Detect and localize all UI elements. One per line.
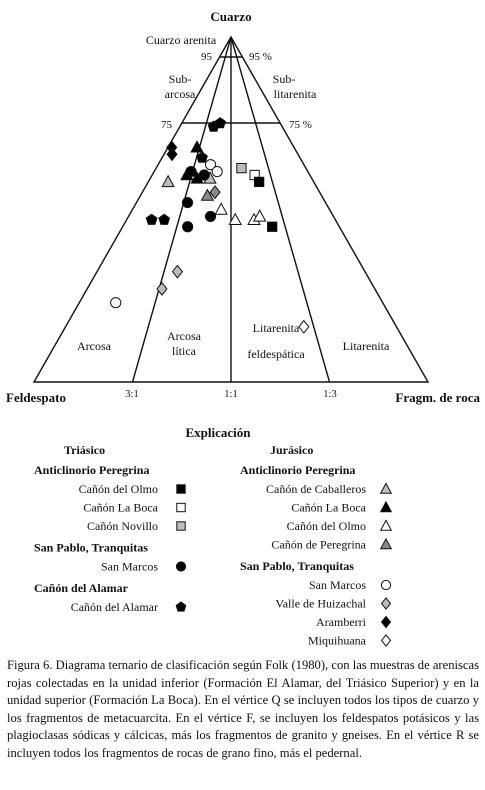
ratio-1-3-label: 1:3	[323, 389, 336, 400]
legend-triasico-title: Triásico	[64, 443, 105, 457]
vertex-r-label: Fragm. de roca	[395, 390, 480, 405]
sample-point	[200, 188, 215, 201]
sample-point	[181, 197, 194, 209]
q95-left-label: 95	[201, 51, 213, 63]
sample-point	[182, 221, 194, 233]
sample-point	[298, 319, 310, 334]
ternary-diagram: Cuarzo Feldespato Fragm. de roca 95 95 %…	[6, 9, 480, 648]
sample-point	[204, 210, 217, 222]
q75-right-label: 75 %	[289, 119, 312, 131]
triangle-marker	[379, 519, 393, 531]
field-arcosa: Arcosa	[77, 339, 112, 353]
line-ratio-3-1	[131, 36, 232, 383]
line-ratio-1-3	[230, 36, 331, 383]
ratio-1-1-label: 1:1	[224, 389, 237, 400]
sample-point	[205, 159, 217, 171]
legend-item-label: Cañón del Olmo	[287, 519, 366, 533]
diamond-marker	[380, 597, 392, 610]
square-marker	[176, 484, 186, 494]
field-sublitarenita-line2: litarenita	[274, 87, 317, 101]
field-sublitarenita-line1: Sub-	[273, 72, 296, 86]
legend-item-label: Cañón La Boca	[291, 501, 366, 515]
triangle-marker	[379, 500, 393, 513]
sample-point	[211, 165, 223, 178]
diamond-marker	[380, 634, 392, 647]
ternary-lines	[32, 35, 430, 383]
legend-item-label: San Marcos	[309, 578, 366, 592]
legend-item-label: San Marcos	[101, 560, 158, 574]
legend-group-header: Anticlinorio Peregrina	[240, 463, 355, 477]
sample-point	[207, 120, 220, 132]
sample-point	[196, 151, 208, 163]
legend-item-label: Valle de Huizachal	[275, 597, 366, 611]
field-cuarzo-arenita: Cuarzo arenita	[146, 33, 217, 47]
sample-point	[252, 209, 267, 222]
sample-point	[171, 264, 184, 279]
legend-item-label: Cañón del Alamar	[71, 600, 158, 614]
field-litarenita-feldespatica-line2: feldespática	[247, 347, 305, 361]
triangle-marker	[379, 537, 393, 550]
legend-item-label: Cañón del Olmo	[79, 482, 158, 496]
sample-point	[214, 202, 228, 215]
field-arcosa-litica-line1: Arcosa	[167, 329, 202, 343]
sample-point	[158, 213, 171, 225]
legend-item-label: Cañón Novillo	[87, 519, 158, 533]
legend-group-header: San Pablo, Tranquitas	[240, 559, 354, 573]
legend-item-label: Cañón de Peregrina	[271, 538, 366, 552]
legend-title: Explicación	[185, 425, 251, 440]
sample-point	[228, 212, 242, 225]
sample-point	[267, 221, 278, 232]
sample-point	[156, 281, 168, 296]
field-litarenita-feldespatica-line1: Litarenita	[253, 321, 300, 335]
sample-point	[185, 165, 197, 178]
field-subarcosa-line2: arcosa	[165, 87, 196, 101]
square-marker	[176, 521, 186, 531]
legend-jurasico-title: Jurásico	[270, 443, 313, 457]
sample-point	[110, 297, 122, 309]
q95-right-label: 95 %	[249, 51, 272, 63]
vertex-f-label: Feldespato	[6, 390, 66, 405]
legend-item-label: Cañón La Boca	[83, 501, 158, 515]
legend-item-label: Cañón de Caballeros	[266, 482, 366, 496]
pentagon-marker	[175, 601, 187, 612]
sample-point	[209, 185, 221, 200]
ratio-3-1-label: 3:1	[125, 389, 138, 400]
circle-marker	[175, 561, 187, 572]
sample-point	[190, 140, 204, 153]
sample-point	[236, 162, 247, 174]
sample-points	[110, 117, 310, 334]
field-arcosa-litica-line2: lítica	[172, 344, 197, 358]
sample-point	[161, 174, 175, 188]
square-marker	[176, 502, 186, 513]
q75-left-label: 75	[161, 119, 173, 131]
legend-item-label: Aramberri	[316, 615, 367, 629]
sample-point	[198, 169, 210, 181]
sample-point	[166, 147, 178, 162]
legend-group-header: Anticlinorio Peregrina	[34, 463, 149, 477]
legend-group-header: Cañón del Alamar	[34, 581, 129, 595]
diamond-marker	[380, 615, 392, 629]
sample-point	[253, 176, 265, 188]
field-litarenita: Litarenita	[343, 339, 390, 353]
legend-item-label: Miquihuana	[308, 634, 367, 648]
triangle-marker	[379, 482, 393, 494]
sample-point	[145, 213, 158, 225]
field-subarcosa-line1: Sub-	[169, 72, 192, 86]
circle-marker	[380, 579, 392, 591]
figure-caption: Figura 6. Diagrama ternario de clasifica…	[7, 658, 479, 760]
vertex-q-label: Cuarzo	[210, 9, 251, 24]
legend-group-header: San Pablo, Tranquitas	[34, 541, 148, 555]
